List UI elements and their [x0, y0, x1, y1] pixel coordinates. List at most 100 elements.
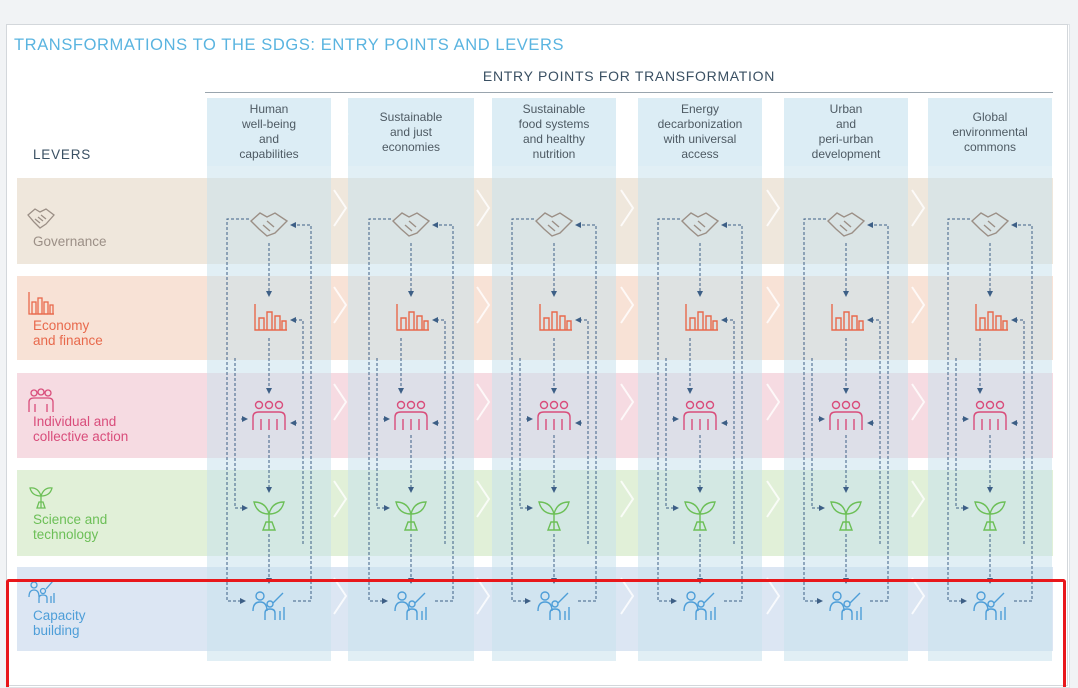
teacher-icon	[394, 592, 427, 620]
person-head-icon	[416, 400, 426, 410]
column-chevron	[911, 577, 926, 615]
teacher-icon	[829, 592, 862, 620]
learner-head-icon	[697, 600, 705, 608]
connector-loop-right-inner	[575, 317, 589, 544]
people-group-icon	[252, 411, 286, 430]
column-chevron	[911, 480, 926, 518]
person-head-icon	[559, 400, 569, 410]
teacher-icon	[252, 592, 285, 620]
person-head-icon	[685, 400, 695, 410]
plant-flask-icon	[395, 501, 427, 531]
entry-column-header	[638, 98, 762, 166]
person-head-icon	[695, 400, 705, 410]
entry-point-energy: Energy decarbonization with universal ac…	[657, 102, 743, 161]
plant-flask-icon	[29, 487, 53, 509]
column-chevron	[620, 189, 635, 227]
person-head-icon	[985, 400, 995, 410]
person-head-icon	[549, 400, 559, 410]
connector-loop-right	[432, 222, 454, 602]
person-head-icon	[274, 400, 284, 410]
column-chevron	[476, 189, 491, 227]
teacher-icon	[683, 592, 716, 620]
teacher-icon	[973, 592, 1006, 620]
plant-flask-icon	[538, 501, 570, 531]
column-chevron	[909, 99, 927, 167]
levers-heading: LEVERS	[33, 147, 92, 162]
person-head-icon	[254, 400, 264, 410]
handshake-icon	[534, 212, 574, 237]
people-group-icon	[394, 411, 428, 430]
person-head-icon	[841, 400, 851, 410]
connector-loop-left	[368, 218, 391, 604]
handshake-icon	[27, 208, 55, 229]
handshake-icon	[391, 212, 431, 237]
connector-loop-left	[511, 218, 534, 604]
column-chevron	[911, 189, 926, 227]
bar-chart-icon	[831, 304, 864, 331]
people-group-icon	[829, 411, 863, 430]
column-chevron	[618, 99, 636, 167]
learner-head-icon	[266, 600, 274, 608]
column-chevron	[476, 286, 491, 324]
column-chevron	[333, 577, 348, 615]
people-group-icon	[537, 411, 571, 430]
person-head-icon	[851, 400, 861, 410]
connector-loop-right-inner	[721, 317, 735, 544]
entry-point-economies: Sustainable and just economies	[379, 109, 443, 154]
entry-column-bg	[638, 98, 762, 661]
person-head-icon	[396, 400, 406, 410]
teacher-head-icon	[397, 591, 407, 601]
connector-loop-left-inner	[234, 358, 248, 511]
people-group-icon	[973, 411, 1007, 430]
connector-loop-right	[721, 222, 743, 602]
column-chevron	[476, 480, 491, 518]
lever-science-technology: Science and technology	[33, 512, 108, 542]
connector-loop-left-inner	[955, 358, 969, 511]
entry-point-food-systems: Sustainable food systems and healthy nut…	[518, 102, 590, 161]
connector-loop-right-inner	[867, 317, 881, 544]
connector-loop-left-inner	[519, 358, 533, 511]
bar-chart-icon	[685, 304, 718, 331]
connector-loop-left-inner	[665, 358, 679, 511]
person-head-icon	[831, 400, 841, 410]
column-chevron	[333, 480, 348, 518]
teacher-head-icon	[832, 591, 842, 601]
connector-loop-right	[1011, 222, 1033, 602]
learner-head-icon	[987, 600, 995, 608]
connector-loop-right	[867, 222, 889, 602]
column-chevron	[476, 577, 491, 615]
lever-individual-collective-action: Individual and collective action	[33, 414, 129, 444]
bar-chart-icon	[396, 304, 429, 331]
column-chevron	[764, 99, 782, 167]
entry-column-header	[492, 98, 616, 166]
connector-loop-right	[575, 222, 597, 602]
connector-loop-right-inner	[290, 317, 304, 544]
entry-point-human-wellbeing: Human well-being and capabilities	[239, 102, 299, 161]
teacher-icon	[28, 580, 55, 603]
connector-loop-left-inner	[376, 358, 390, 511]
lever-capacity-building: Capacity building	[33, 608, 86, 638]
handshake-icon	[826, 212, 866, 237]
column-chevron	[620, 577, 635, 615]
column-chevron	[333, 383, 348, 421]
entry-column-header	[784, 98, 908, 166]
column-chevron	[911, 383, 926, 421]
plant-flask-icon	[974, 501, 1006, 531]
teacher-head-icon	[540, 591, 550, 601]
learner-head-icon	[408, 600, 416, 608]
entry-points-rule	[205, 92, 1053, 93]
connector-loop-right	[290, 222, 312, 602]
entry-points-heading: ENTRY POINTS FOR TRANSFORMATION	[482, 68, 776, 84]
lever-governance: Governance	[33, 234, 107, 249]
connector-loop-right-inner	[432, 317, 446, 544]
teacher-head-icon	[255, 591, 265, 601]
person-head-icon	[406, 400, 416, 410]
learner-head-icon	[843, 600, 851, 608]
plant-flask-icon	[253, 501, 285, 531]
figure-title: TRANSFORMATIONS TO THE SDGS: ENTRY POINT…	[14, 36, 565, 54]
entry-column-header	[928, 98, 1052, 166]
column-chevron	[331, 99, 349, 167]
column-chevron	[333, 189, 348, 227]
column-chevron	[620, 383, 635, 421]
